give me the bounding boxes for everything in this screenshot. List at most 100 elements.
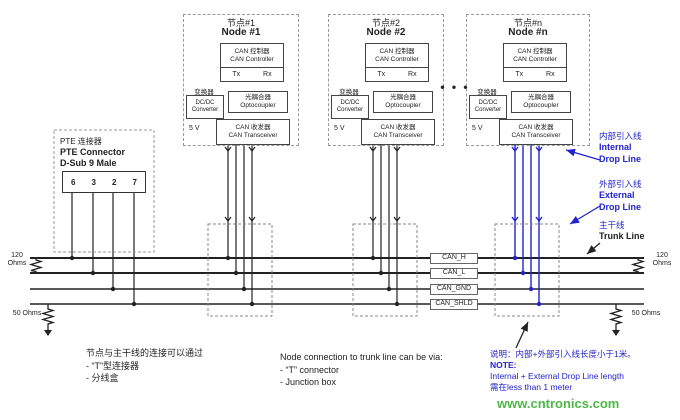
five-volt-label: 5 V — [472, 125, 483, 132]
tx-rx-box: Tx Rx — [220, 67, 284, 82]
terminator-120-left — [28, 258, 44, 273]
external-drop-line-arrow — [569, 205, 601, 225]
can-transceiver-label-en: CAN Transceiver — [373, 132, 423, 139]
footer-en-line3: - Junction box — [280, 377, 337, 388]
terminator-120-left-label: 120 Ohms — [4, 252, 30, 269]
can-controller-label-cn: CAN 控制器 — [379, 48, 415, 56]
watermark-url: www.cntronics.com — [497, 396, 620, 411]
footer-cn-line1: 节点与主干线的连接可以通过 — [86, 348, 204, 358]
footer-note-cn: 节点与主干线的连接可以通过 - “T”型连接器 - 分线盒 — [86, 347, 276, 385]
dcdc-converter-box: DC/DC Converter — [331, 95, 369, 119]
note-en-line1: Internal + External Drop Line length — [490, 371, 624, 382]
can-controller-label-cn: CAN 控制器 — [517, 48, 553, 56]
ohm-unit: Ohms — [652, 260, 672, 268]
pte-connector-label-en: PTE Connector — [60, 147, 126, 157]
optocoupler-label-cn: 光耦合器 — [528, 94, 554, 102]
terminator-50-left — [40, 304, 56, 336]
node-1: 节点#1 Node #1 CAN 控制器 CAN Controller Tx R… — [183, 14, 299, 146]
five-volt-label: 5 V — [189, 125, 200, 132]
ohm-value: 120 — [656, 252, 668, 259]
junction-box-arrow — [515, 321, 529, 349]
note-title: NOTE: — [490, 360, 517, 371]
pte-connector-sublabel: D-Sub 9 Male — [60, 158, 117, 168]
dcdc-converter-box: DC/DC Converter — [186, 95, 224, 119]
rx-label: Rx — [263, 71, 272, 78]
node-title-cn: 节点#n — [513, 18, 542, 28]
pin-7: 7 — [132, 177, 137, 187]
bus-label-can-h: CAN_H — [430, 253, 478, 264]
t-connector-box-1 — [207, 223, 273, 317]
footer-en-line2: - “T” connector — [280, 364, 340, 375]
pte-pin-box: 6 3 2 7 — [62, 171, 146, 193]
external-drop-line-en2: Drop Line — [599, 201, 641, 212]
bus-label-can-shld: CAN_SHLD — [430, 299, 478, 310]
can-transceiver-box: CAN 收发器 CAN Transceiver — [361, 119, 435, 145]
optocoupler-box: 光耦合器 Optocoupler — [373, 91, 433, 113]
can-controller-label-en: CAN Controller — [513, 56, 557, 63]
dcdc-line1: DC/DC — [340, 99, 360, 106]
pte-connector-label-cn: PTE 连接器 — [60, 137, 102, 146]
dcdc-label-cn: 变换器 — [194, 89, 214, 96]
pin-3: 3 — [91, 177, 96, 187]
internal-drop-line-arrow — [565, 148, 601, 161]
terminator-120-right — [630, 258, 646, 273]
can-transceiver-label-cn: CAN 收发器 — [235, 124, 271, 132]
terminator-120-right-label: 120 Ohms — [648, 252, 676, 269]
node2-drop-lines — [369, 144, 401, 307]
note-en-line2: 需在less than 1 meter — [490, 382, 573, 393]
optocoupler-label-cn: 光耦合器 — [390, 94, 416, 102]
can-controller-label-cn: CAN 控制器 — [234, 48, 270, 56]
can-controller-label-en: CAN Controller — [230, 56, 274, 63]
ohm-unit: Ohms — [7, 260, 27, 268]
node-title-en: Node #n — [508, 27, 548, 38]
tx-rx-box: Tx Rx — [365, 67, 429, 82]
optocoupler-label-en: Optocoupler — [385, 102, 421, 109]
footer-en-line1: Node connection to trunk line can be via… — [280, 352, 443, 362]
trunk-line-en: Trunk Line — [599, 231, 645, 242]
can-controller-box: CAN 控制器 CAN Controller — [503, 43, 567, 69]
can-transceiver-label-cn: CAN 收发器 — [380, 124, 416, 132]
node-2: 节点#2 Node #2 CAN 控制器 CAN Controller Tx R… — [328, 14, 444, 146]
footer-note-en: Node connection to trunk line can be via… — [280, 351, 485, 389]
dcdc-line2: Converter — [191, 107, 219, 113]
bus-lines — [30, 257, 644, 305]
pin-2: 2 — [112, 177, 117, 187]
dcdc-line2: Converter — [474, 107, 502, 113]
node-title-en: Node #2 — [366, 27, 406, 38]
can-transceiver-box: CAN 收发器 CAN Transceiver — [216, 119, 290, 145]
dcdc-label-cn: 变换器 — [339, 89, 359, 96]
tx-rx-box: Tx Rx — [503, 67, 567, 82]
trunk-line-annotation: 主干线 Trunk Line — [599, 220, 677, 243]
annotation-arrows — [515, 148, 601, 349]
node-n: 节点#n Node #n CAN 控制器 CAN Controller Tx R… — [466, 14, 590, 146]
dcdc-line2: Converter — [336, 107, 364, 113]
node1-drop-lines — [224, 144, 256, 307]
optocoupler-label-en: Optocoupler — [240, 102, 276, 109]
can-controller-box: CAN 控制器 CAN Controller — [365, 43, 429, 69]
external-drop-line-cn: 外部引入线 — [599, 179, 642, 189]
terminator-50-right — [608, 304, 624, 336]
optocoupler-label-en: Optocoupler — [523, 102, 559, 109]
optocoupler-box: 光耦合器 Optocoupler — [228, 91, 288, 113]
can-transceiver-label-cn: CAN 收发器 — [518, 124, 554, 132]
can-transceiver-label-en: CAN Transceiver — [228, 132, 278, 139]
bus-label-can-gnd: CAN_GND — [430, 284, 478, 295]
optocoupler-box: 光耦合器 Optocoupler — [511, 91, 571, 113]
dcdc-converter-box: DC/DC Converter — [469, 95, 507, 119]
terminator-50-right-label: 50 Ohms — [631, 310, 661, 317]
trunk-line-arrow — [586, 242, 601, 255]
rx-label: Rx — [408, 71, 417, 78]
footer-cn-line2: - “T”型连接器 — [86, 360, 139, 371]
terminator-50-left-label: 50 Ohms — [12, 310, 42, 317]
bus-label-can-l: CAN_L — [430, 268, 478, 279]
can-controller-box: CAN 控制器 CAN Controller — [220, 43, 284, 69]
node-title-cn: 节点#2 — [371, 18, 400, 28]
pin-6: 6 — [71, 177, 76, 187]
trunk-line-cn: 主干线 — [599, 220, 625, 230]
ohm-value: 120 — [11, 252, 23, 259]
internal-drop-line-cn: 内部引入线 — [599, 131, 642, 141]
dcdc-line1: DC/DC — [478, 99, 498, 106]
t-connector-box-n — [494, 223, 560, 317]
internal-drop-line-annotation: 内部引入线 Internal Drop Line — [599, 131, 677, 165]
